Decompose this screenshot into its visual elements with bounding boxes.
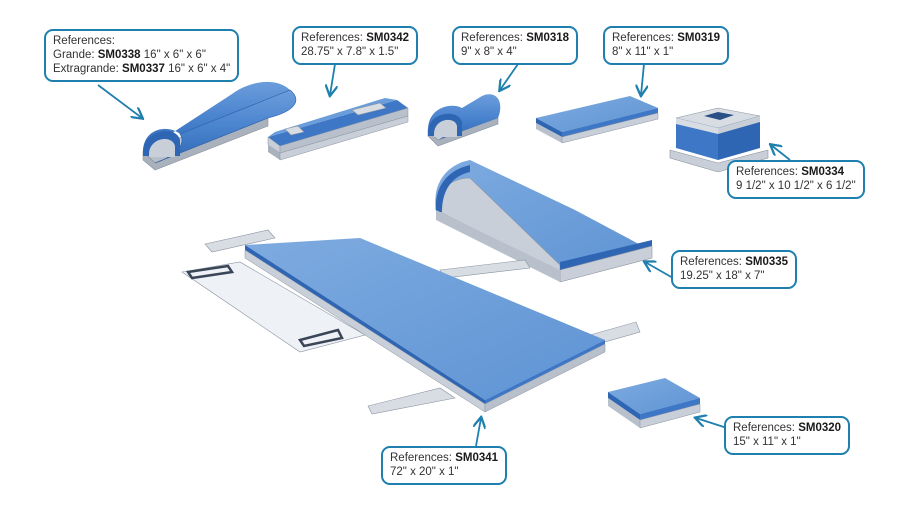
dimensions: 16" x 6" x 6" — [140, 49, 206, 61]
wedge-pad — [435, 160, 653, 283]
leader-sm0342 — [330, 63, 335, 95]
product-code: SM0338 — [97, 49, 141, 61]
callout-sm0318: References: SM0318 9" x 8" x 4" — [452, 26, 579, 65]
callout-sm0341: References: SM0341 72" x 20" x 1" — [381, 446, 508, 485]
dimensions: 72" x 20" x 1" — [390, 466, 459, 478]
dimensions: 15" x 11" x 1" — [733, 436, 801, 448]
arm-board-pad — [267, 98, 409, 161]
callout-title: References: — [53, 35, 116, 47]
dimensions: 28.75" x 7.8" x 1.5" — [301, 46, 399, 58]
references-label: References: — [612, 32, 678, 44]
medium-flat-pad — [608, 378, 701, 429]
callout-sm0338-sm0337: References: Grande: SM0338 16" x 6" x 6"… — [44, 29, 240, 82]
leader-sm0318 — [500, 63, 519, 90]
table-pad — [181, 229, 641, 415]
product-code: SM0334 — [801, 166, 845, 178]
leader-sm0335 — [645, 262, 674, 279]
callout-sm0334: References: SM0334 9 1/2" x 10 1/2" x 6 … — [727, 160, 865, 199]
references-label: References: — [461, 32, 527, 44]
product-code: SM0318 — [526, 32, 570, 44]
dimensions: 19.25" x 18" x 7" — [680, 270, 765, 282]
callout-sm0342: References: SM0342 28.75" x 7.8" x 1.5" — [292, 26, 419, 65]
callout-sm0335: References: SM0335 19.25" x 18" x 7" — [671, 250, 798, 289]
product-code: SM0319 — [677, 32, 721, 44]
leader-sm0338 — [97, 84, 142, 118]
references-label: References: — [733, 422, 799, 434]
callout-sm0320: References: SM0320 15" x 11" x 1" — [724, 416, 851, 455]
references-label: References: — [680, 256, 746, 268]
size-label: Grande: — [53, 49, 98, 61]
leader-sm0341 — [476, 418, 481, 447]
references-label: References: — [301, 32, 367, 44]
dimensions: 8" x 11" x 1" — [612, 46, 674, 58]
product-code: SM0335 — [745, 256, 789, 268]
leader-sm0320 — [696, 418, 728, 429]
product-code: SM0320 — [798, 422, 842, 434]
callout-line-extragrande: Extragrande: SM0337 16" x 6" x 4" — [53, 62, 230, 76]
leader-sm0334 — [771, 145, 791, 161]
product-code: SM0342 — [366, 32, 410, 44]
head-donut-block — [669, 107, 769, 173]
references-label: References: — [390, 452, 456, 464]
product-code: SM0341 — [455, 452, 499, 464]
size-label: Extragrande: — [53, 63, 123, 75]
callout-line-grande: Grande: SM0338 16" x 6" x 6" — [53, 48, 230, 62]
references-label: References: — [736, 166, 802, 178]
small-flat-pad — [536, 96, 659, 144]
leader-sm0319 — [641, 63, 644, 95]
dimensions: 9" x 8" x 4" — [461, 46, 517, 58]
small-half-round-bolster — [427, 94, 501, 147]
dimensions: 16" x 6" x 4" — [164, 63, 231, 75]
callout-sm0319: References: SM0319 8" x 11" x 1" — [603, 26, 730, 65]
dimensions: 9 1/2" x 10 1/2" x 6 1/2" — [736, 180, 856, 192]
product-code: SM0337 — [122, 63, 165, 75]
large-half-round-bolster — [142, 81, 297, 171]
